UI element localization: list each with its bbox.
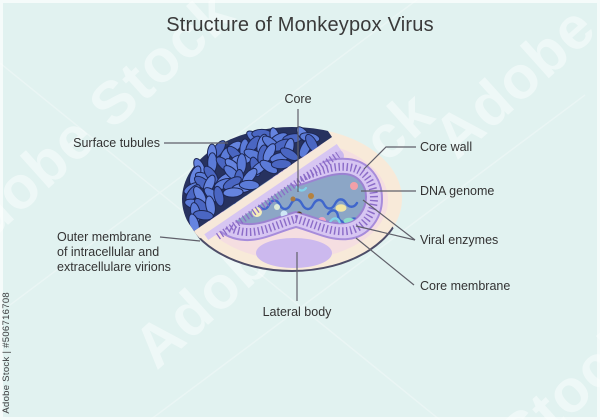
core-wall-pointer-line — [363, 146, 416, 170]
label-surface-tubules: Surface tubules — [73, 136, 160, 150]
enzyme-dot — [252, 207, 262, 217]
label-dna-genome: DNA genome — [420, 184, 495, 198]
pointer-lines — [159, 109, 416, 301]
enzyme-dot — [274, 204, 280, 210]
enzyme-dot — [308, 193, 314, 199]
diagram-title: Structure of Monkeypox Virus — [166, 14, 434, 36]
viral-enzymes-pointer-line — [355, 225, 416, 241]
label-core-membrane: Core membrane — [420, 279, 511, 293]
surface-tubule — [270, 158, 292, 170]
label-core-wall: Core wall — [420, 140, 473, 154]
surface-tubule — [238, 179, 260, 191]
viral-enzymes-pointer-line — [362, 199, 416, 241]
surface-tubules-group — [183, 126, 321, 231]
label-viral-enzymes: Viral enzymes — [420, 233, 499, 247]
surface-tubule — [222, 187, 244, 198]
label-outer-membrane: Outer membrane of intracellular and extr… — [57, 230, 171, 274]
lateral-body-bottom — [256, 238, 332, 268]
enzyme-dot — [290, 196, 296, 202]
cut-edge-layers — [194, 137, 341, 240]
label-core: Core — [284, 92, 312, 106]
core-membrane-pointer-line — [355, 237, 415, 286]
outer-membrane-pointer-line — [159, 236, 201, 242]
surface-tubule — [213, 185, 225, 207]
enzyme-dot — [350, 182, 358, 190]
stock-attribution: Adobe Stock | #506716708 — [1, 292, 12, 414]
enzyme-rna-squiggle — [328, 217, 366, 225]
label-lateral-body: Lateral body — [262, 305, 332, 319]
enzyme-dot — [335, 204, 347, 212]
